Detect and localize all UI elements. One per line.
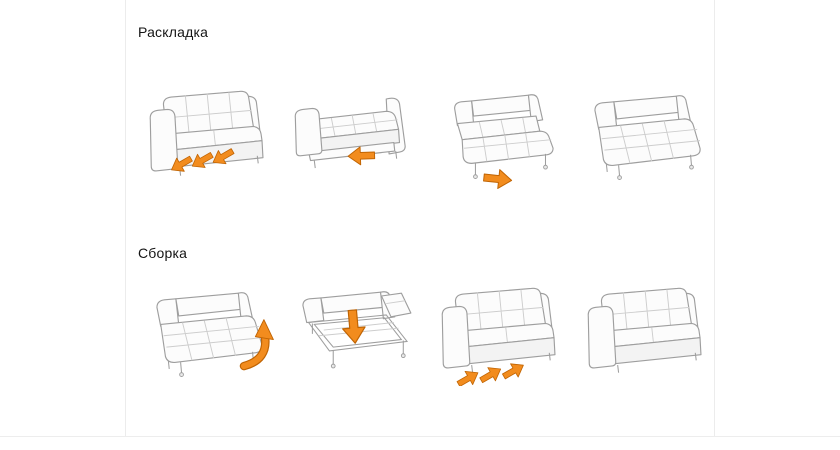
bed-fold-up-curved-arrow-icon xyxy=(156,292,274,378)
unfold-step-1 xyxy=(138,80,280,189)
sofa-back-folded-flat-arrow-icon xyxy=(294,97,406,169)
steps-row-unfold xyxy=(138,80,706,189)
sofa-push-in-arrows-icon xyxy=(441,287,556,386)
fold-step-1 xyxy=(138,277,280,386)
unfold-step-3 xyxy=(430,80,572,189)
sofa-assembled-pull-out-arrows-icon xyxy=(149,90,264,177)
unfold-step-2 xyxy=(284,80,426,189)
fold-step-3 xyxy=(430,277,572,386)
fold-step-2 xyxy=(284,277,426,386)
sofa-assembled-icon xyxy=(587,287,702,374)
section-title-fold: Сборка xyxy=(138,245,188,261)
unfold-step-4 xyxy=(576,80,718,189)
steps-row-fold xyxy=(138,277,706,386)
press-down-arrow-icon xyxy=(340,308,367,345)
bed-frame-press-down-arrow-icon xyxy=(302,291,412,369)
sofa-bed-extending-arrow-icon xyxy=(454,94,554,189)
sofa-bed-fully-unfolded-icon xyxy=(594,95,701,181)
instruction-panel: Раскладка xyxy=(125,0,715,437)
fold-up-curved-arrow-icon xyxy=(239,319,274,371)
section-title-unfold: Раскладка xyxy=(138,24,209,40)
fold-step-4 xyxy=(576,277,718,386)
extend-arrow-icon xyxy=(482,167,514,189)
